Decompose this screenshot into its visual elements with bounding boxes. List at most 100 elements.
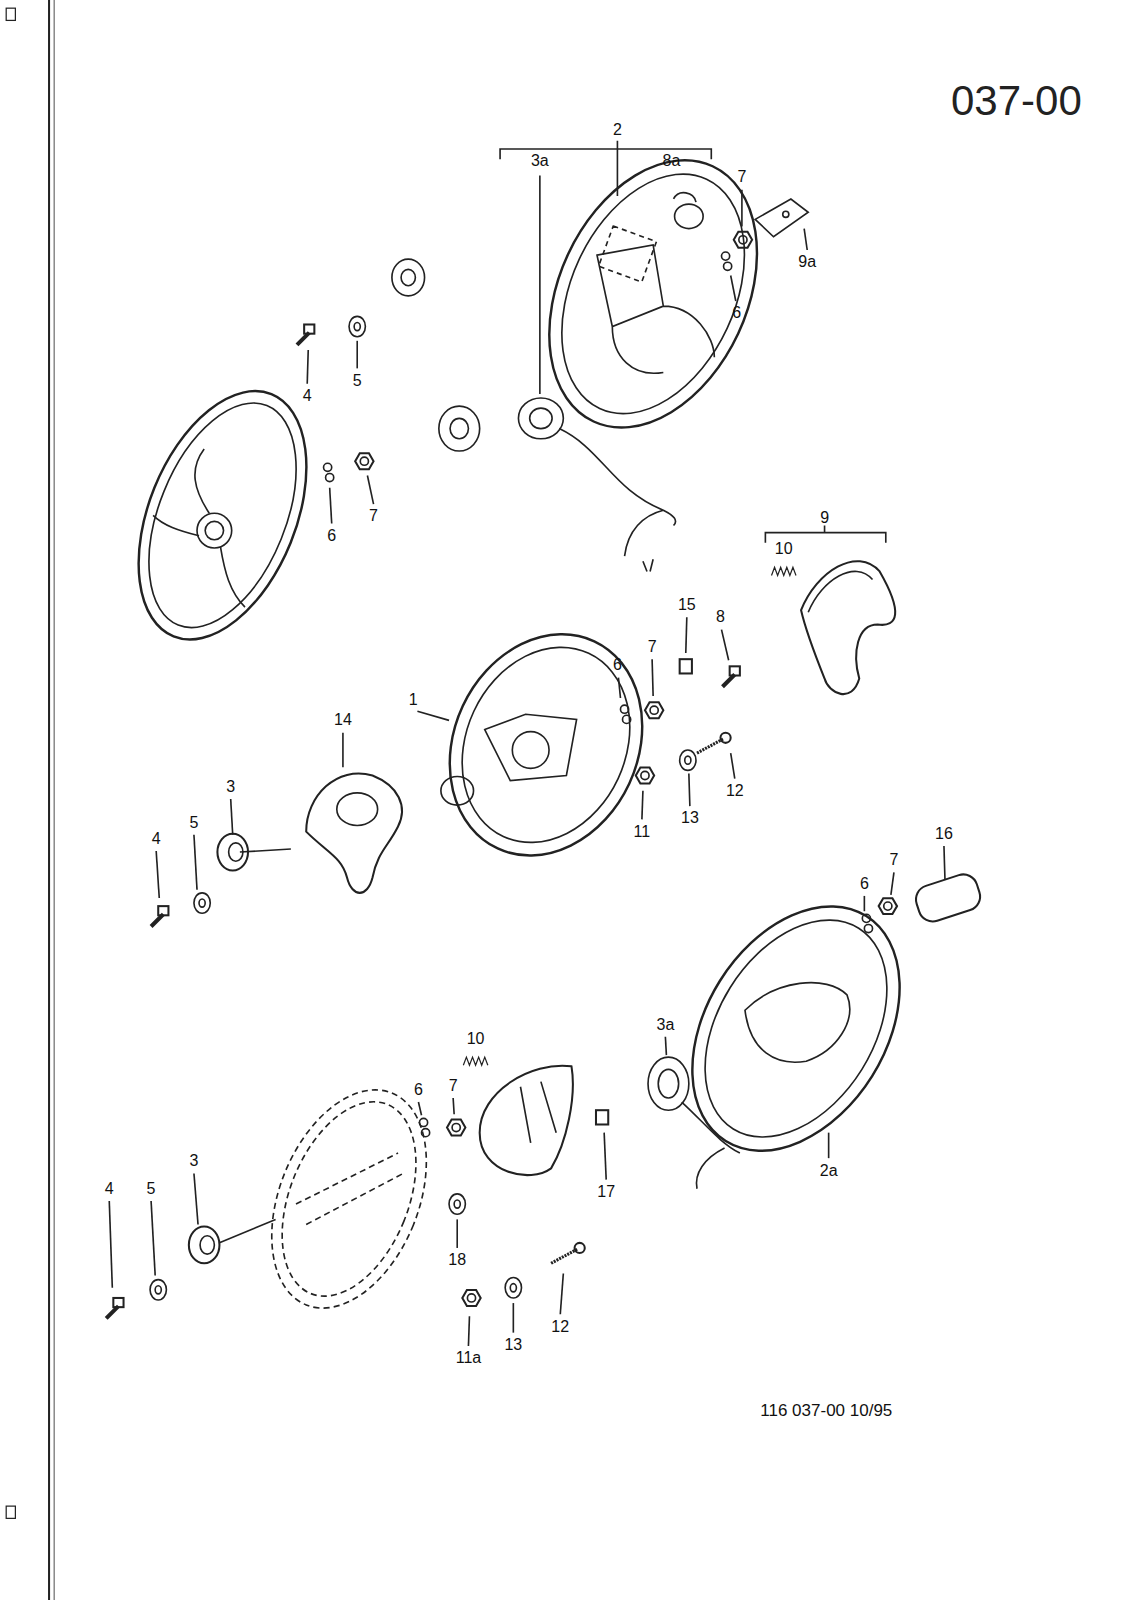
leader-line xyxy=(151,1201,155,1275)
leader-line xyxy=(828,1133,830,1159)
part-symbol xyxy=(419,1118,429,1136)
part-symbol xyxy=(349,316,365,336)
leader-line xyxy=(652,659,653,696)
leader-line xyxy=(804,229,807,250)
callout-number: 2a xyxy=(820,1163,838,1179)
leader-line xyxy=(741,190,743,227)
part-symbol xyxy=(297,324,314,344)
callout-number: 4 xyxy=(105,1181,114,1197)
leader-line xyxy=(109,1201,112,1288)
callout-number: 7 xyxy=(449,1078,458,1094)
leader-line xyxy=(642,791,643,820)
part-symbol xyxy=(217,834,248,871)
part-symbol xyxy=(189,1227,220,1264)
leader-line xyxy=(618,678,620,698)
callout-number: 6 xyxy=(613,657,622,673)
leader-line xyxy=(722,630,729,661)
part-symbol xyxy=(680,659,692,673)
callout-number: 9a xyxy=(798,254,816,270)
leader-line xyxy=(453,1098,454,1114)
callout-number: 1 xyxy=(409,692,418,708)
leader-line xyxy=(560,1273,563,1314)
callout-number: 3 xyxy=(226,779,235,795)
leader-line xyxy=(513,1303,515,1333)
callout-number: 9 xyxy=(820,510,829,526)
callout-number: 10 xyxy=(467,1031,485,1047)
callout-number: 3a xyxy=(656,1017,674,1033)
part-symbol xyxy=(722,252,732,270)
parts xyxy=(106,176,945,1346)
callout-number: 4 xyxy=(303,388,312,404)
callout-number: 3a xyxy=(531,153,549,169)
leader-line xyxy=(194,835,197,890)
leader-line xyxy=(418,1102,421,1115)
part-symbol xyxy=(862,914,872,932)
leader-line xyxy=(891,872,894,894)
leader-line xyxy=(356,341,358,369)
callout-number: 7 xyxy=(737,169,746,185)
leader-line xyxy=(456,1219,458,1248)
drawing-number: 116 037-00 10/95 xyxy=(760,1402,892,1419)
part-symbol xyxy=(772,567,796,575)
part-symbol xyxy=(106,1298,123,1318)
leader-line xyxy=(367,476,373,505)
leader-line xyxy=(194,1173,198,1224)
callout-number: 7 xyxy=(648,639,657,655)
callout-number: 2 xyxy=(613,122,622,138)
part-symbol xyxy=(355,453,373,469)
part-symbol xyxy=(150,1280,166,1300)
callout-number: 7 xyxy=(369,508,378,524)
leader-line xyxy=(686,617,687,653)
callout-number: 5 xyxy=(189,815,198,831)
part-symbol xyxy=(596,1110,608,1124)
callout-number: 13 xyxy=(681,810,699,826)
callout-number: 6 xyxy=(860,876,869,892)
callout-number: 18 xyxy=(448,1252,466,1268)
callout-number: 11 xyxy=(634,824,651,840)
leader-line xyxy=(468,1316,469,1346)
part-symbol xyxy=(879,898,897,914)
leader-line xyxy=(307,350,308,384)
leader-line xyxy=(944,846,945,880)
callout-number: 14 xyxy=(334,712,352,728)
part-symbol xyxy=(449,1194,465,1214)
part-symbol xyxy=(551,1243,585,1263)
page-title: 037-00 xyxy=(951,80,1082,122)
part-symbol xyxy=(680,750,696,770)
callout-number: 12 xyxy=(726,783,744,799)
leader-line xyxy=(342,733,344,768)
callout-number: 6 xyxy=(327,528,336,544)
leader-line xyxy=(604,1133,606,1180)
callout-number: 5 xyxy=(353,373,362,389)
part-symbol xyxy=(194,893,210,913)
callout-number: 8 xyxy=(716,609,725,625)
part-symbol xyxy=(151,906,168,926)
callout-number: 15 xyxy=(678,597,696,613)
leader-line xyxy=(864,896,866,911)
part-symbol xyxy=(463,1057,487,1065)
callout-number: 17 xyxy=(597,1184,615,1200)
part-symbol xyxy=(734,232,752,248)
part-symbol xyxy=(324,463,334,481)
part-symbol xyxy=(505,1278,521,1298)
callout-number: 6 xyxy=(414,1082,423,1098)
leader-line xyxy=(539,176,541,394)
callout-number: 3 xyxy=(189,1153,198,1169)
callout-number: 6 xyxy=(732,305,741,321)
callout-number: 8a xyxy=(663,153,681,169)
part-symbol xyxy=(462,1290,480,1306)
callout-number: 5 xyxy=(147,1181,156,1197)
part-symbol xyxy=(723,666,740,686)
leader-line xyxy=(417,711,449,720)
leader-line xyxy=(731,753,735,779)
leader-line xyxy=(689,773,690,806)
callout-number: 13 xyxy=(504,1337,522,1353)
leader-line xyxy=(156,851,159,898)
part-symbol xyxy=(636,768,654,784)
leader-line xyxy=(665,1037,666,1055)
callout-number: 11a xyxy=(456,1350,482,1366)
callout-number: 7 xyxy=(890,852,899,868)
callout-number: 16 xyxy=(935,826,953,842)
